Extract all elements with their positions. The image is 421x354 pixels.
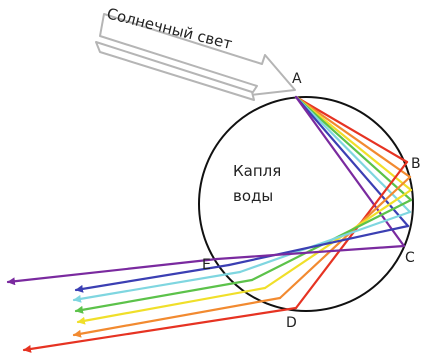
point-label-d: D xyxy=(286,315,297,331)
internal-rays-reflected xyxy=(215,160,413,310)
drop-label-line2: воды xyxy=(233,187,273,205)
ray-blue-c-exit xyxy=(227,224,410,267)
ray-yellow-out xyxy=(76,286,267,325)
ray-cyan-a-b xyxy=(294,95,412,214)
ray-red-a-b xyxy=(294,95,409,164)
internal-rays-incoming xyxy=(294,95,413,248)
ray-violet-out xyxy=(6,257,219,286)
sunlight-arrow-upper xyxy=(99,13,296,96)
water-drop-circle xyxy=(198,96,414,312)
ray-green-a-b xyxy=(294,95,413,202)
ray-cyan-out xyxy=(72,270,242,303)
point-label-a: A xyxy=(292,71,302,87)
ray-cyan-b-exit xyxy=(238,210,412,274)
sunlight-arrow-lower xyxy=(95,41,255,101)
ray-orange-a-b xyxy=(294,95,412,179)
point-label-b: B xyxy=(411,156,421,172)
ray-yellow-a-b xyxy=(294,95,413,192)
ray-red-out xyxy=(22,306,298,353)
ray-orange-out xyxy=(72,296,282,338)
ray-blue-out xyxy=(74,263,231,293)
outgoing-rays xyxy=(6,257,298,353)
ray-red-b-d xyxy=(294,160,409,310)
drop-label-line1: Капля xyxy=(233,162,281,180)
ray-violet-c-e xyxy=(215,244,406,261)
ray-green-out xyxy=(74,278,254,314)
ray-orange-b-exit xyxy=(278,175,412,300)
point-label-e: E xyxy=(202,257,211,273)
ray-blue-a-b xyxy=(294,95,410,228)
point-label-c: C xyxy=(405,250,415,266)
ray-yellow-b-exit xyxy=(263,188,413,290)
sunlight-arrows xyxy=(95,13,296,101)
